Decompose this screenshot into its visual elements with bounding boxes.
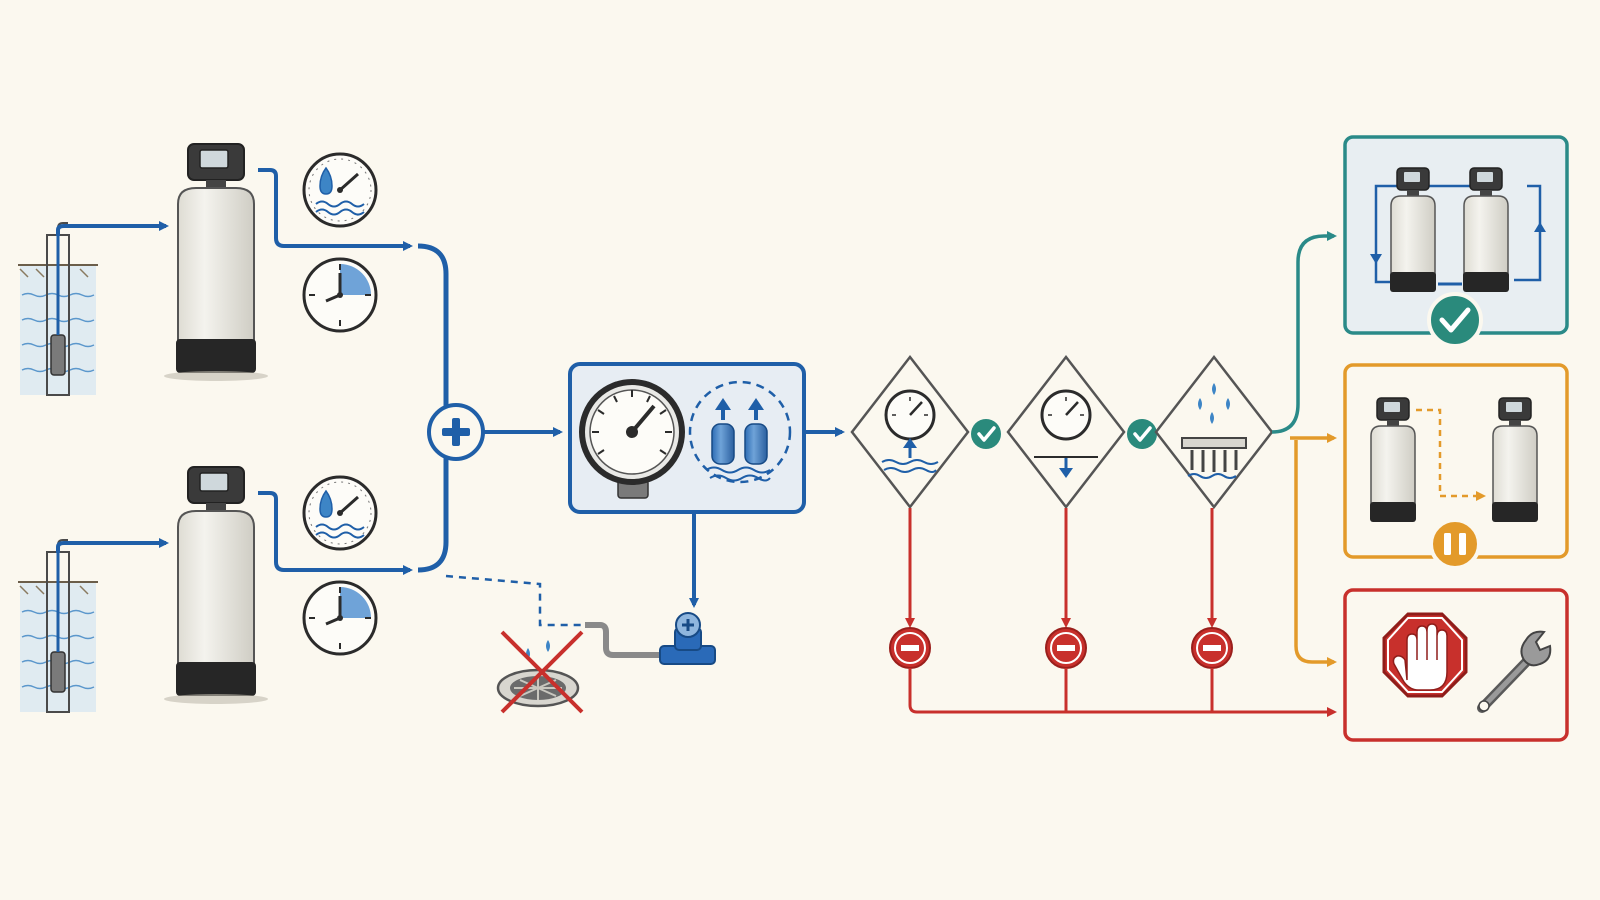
softener-tank-2 bbox=[163, 466, 269, 705]
timer-icon bbox=[302, 580, 378, 656]
wrench-icon bbox=[1477, 630, 1552, 713]
water-meter-icon bbox=[302, 152, 378, 228]
water-meter-icon bbox=[302, 475, 378, 551]
timer-icon bbox=[302, 257, 378, 333]
drain-icon bbox=[496, 630, 584, 714]
pressure-gauge-icon bbox=[579, 379, 685, 499]
pressure-panel bbox=[568, 362, 806, 514]
softener-2-outlet-pipe bbox=[258, 491, 413, 575]
drain-pipe bbox=[585, 622, 660, 658]
branch-stop bbox=[1294, 440, 1337, 667]
check-icon bbox=[969, 417, 1003, 451]
check-icon bbox=[1427, 292, 1483, 348]
stop-hand-icon bbox=[1382, 612, 1468, 698]
bypass-dashed-line bbox=[445, 574, 585, 627]
pause-icon bbox=[1429, 518, 1481, 570]
minus-icon bbox=[1191, 627, 1233, 669]
valve-icon bbox=[659, 612, 716, 665]
fail-collector-line bbox=[908, 668, 1337, 717]
check-icon bbox=[1125, 417, 1159, 451]
stop-maintenance-panel bbox=[1343, 588, 1569, 742]
softener-tank-1 bbox=[163, 143, 269, 382]
softener-1-outlet-pipe bbox=[258, 168, 413, 251]
pressure-up-check bbox=[850, 355, 970, 509]
well-2-pipe bbox=[56, 538, 169, 553]
well-1-pipe bbox=[56, 221, 169, 236]
branch-normal bbox=[1271, 231, 1337, 434]
plus-icon bbox=[427, 403, 485, 461]
pressure-down-check bbox=[1006, 355, 1126, 509]
leak-check bbox=[1154, 355, 1274, 509]
well-1 bbox=[16, 222, 100, 397]
normal-operation-panel bbox=[1343, 135, 1569, 348]
minus-icon bbox=[1045, 627, 1087, 669]
well-2 bbox=[16, 539, 100, 714]
pressure-vessels-icon bbox=[688, 380, 792, 484]
minus-icon bbox=[889, 627, 931, 669]
standby-operation-panel bbox=[1343, 363, 1569, 570]
